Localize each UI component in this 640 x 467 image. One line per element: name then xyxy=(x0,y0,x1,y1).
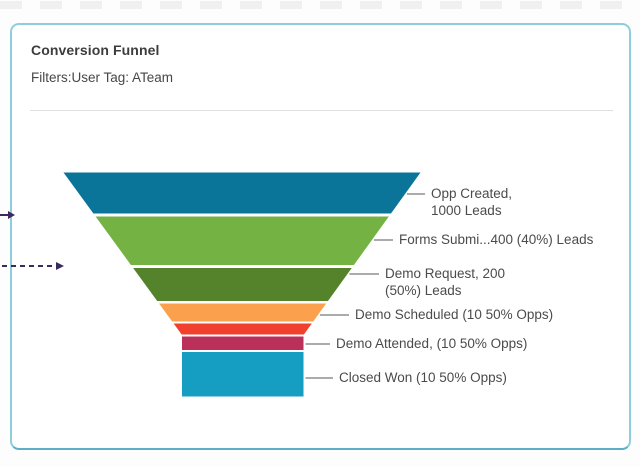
background-artifact xyxy=(0,1,640,9)
funnel-stage-opp-created[interactable] xyxy=(63,172,421,214)
funnel-label-line: Demo Scheduled (10 50% Opps) xyxy=(355,307,554,322)
funnel-label-line: Demo Attended, (10 50% Opps) xyxy=(336,336,528,351)
funnel-stage-forms-submitted[interactable] xyxy=(95,216,389,266)
funnel-stage-demo-scheduled[interactable] xyxy=(159,303,327,322)
funnel-label-line: Demo Request, 200 xyxy=(385,266,506,281)
funnel-label-line: Forms Submi...400 (40%) Leads xyxy=(399,232,594,247)
dashed-arrow-head-icon xyxy=(56,262,64,270)
header-divider xyxy=(30,110,613,111)
funnel-stage-demo-attended[interactable] xyxy=(182,336,304,351)
funnel-stage-stage-red[interactable] xyxy=(173,323,312,335)
funnel-label-closed-won: Closed Won (10 50% Opps) xyxy=(339,370,507,387)
solid-arrow-head-icon xyxy=(8,211,15,219)
funnel-label-forms-submitted: Forms Submi...400 (40%) Leads xyxy=(399,232,593,249)
funnel-label-line: Opp Created, xyxy=(431,186,513,201)
funnel-stage-demo-request[interactable] xyxy=(133,268,352,301)
funnel-label-line: (50%) Leads xyxy=(385,282,462,298)
funnel-label-line: Closed Won (10 50% Opps) xyxy=(339,370,507,385)
card-filters-text: Filters:User Tag: ATeam xyxy=(31,70,174,85)
funnel-label-demo-attended: Demo Attended, (10 50% Opps) xyxy=(336,336,527,353)
funnel-stage-closed-won[interactable] xyxy=(182,352,304,397)
funnel-label-line: 1000 Leads xyxy=(431,202,502,218)
funnel-label-demo-scheduled: Demo Scheduled (10 50% Opps) xyxy=(355,307,553,324)
funnel-label-opp-created: Opp Created,1000 Leads xyxy=(431,186,512,219)
funnel-label-demo-request: Demo Request, 200(50%) Leads xyxy=(385,266,505,299)
card-title: Conversion Funnel xyxy=(31,42,160,58)
